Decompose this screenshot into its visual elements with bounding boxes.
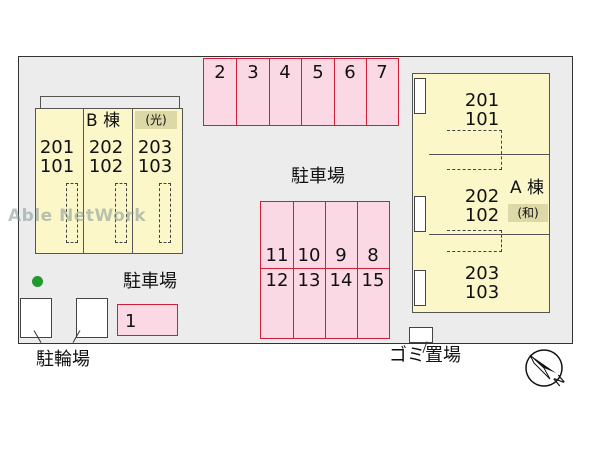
stall-12: 12 xyxy=(265,270,289,291)
stall-2: 2 xyxy=(214,62,226,83)
parking-stall-1 xyxy=(117,304,178,336)
garbage-box xyxy=(409,327,433,343)
stair-dashed xyxy=(447,230,502,252)
building-b-name: B 棟 xyxy=(86,111,121,131)
stair-dashed xyxy=(447,130,502,170)
building-b-roofline xyxy=(40,96,180,108)
building-a-name: A 棟 xyxy=(510,178,545,198)
bicycle-rack xyxy=(20,298,52,338)
stall-5: 5 xyxy=(312,62,324,83)
stall-14: 14 xyxy=(329,270,353,291)
parking-label-center: 駐車場 xyxy=(291,166,345,187)
door-icon xyxy=(414,78,426,114)
door-icon xyxy=(414,196,426,232)
stall-3: 3 xyxy=(247,62,259,83)
bicycle-parking-label: 駐輪場 xyxy=(36,349,90,370)
stall-8: 8 xyxy=(367,245,379,266)
building-a-balcony xyxy=(412,73,429,313)
stall-9: 9 xyxy=(335,245,347,266)
tree-icon xyxy=(32,276,43,287)
stall-4: 4 xyxy=(279,62,291,83)
building-b xyxy=(35,108,183,254)
watermark: Able NetWork xyxy=(8,206,146,226)
building-a-tag: (和) xyxy=(508,204,548,222)
stair-dashed xyxy=(159,183,171,243)
stall-13: 13 xyxy=(297,270,321,291)
stall-1: 1 xyxy=(125,311,137,332)
stall-7: 7 xyxy=(376,62,388,83)
stall-15: 15 xyxy=(361,270,385,291)
stair-dashed xyxy=(66,183,78,243)
building-b-tag: (光) xyxy=(135,111,177,129)
stall-10: 10 xyxy=(297,245,321,266)
bicycle-rack xyxy=(76,298,108,338)
stall-6: 6 xyxy=(344,62,356,83)
door-icon xyxy=(414,270,426,306)
stair-dashed xyxy=(115,183,127,243)
stall-11: 11 xyxy=(265,245,289,266)
parking-block-center xyxy=(260,201,390,339)
garbage-area-label: ゴミ置場 xyxy=(389,345,461,366)
parking-label-left: 駐車場 xyxy=(123,271,177,292)
compass-icon xyxy=(525,349,563,387)
parking-row-top xyxy=(203,58,399,126)
